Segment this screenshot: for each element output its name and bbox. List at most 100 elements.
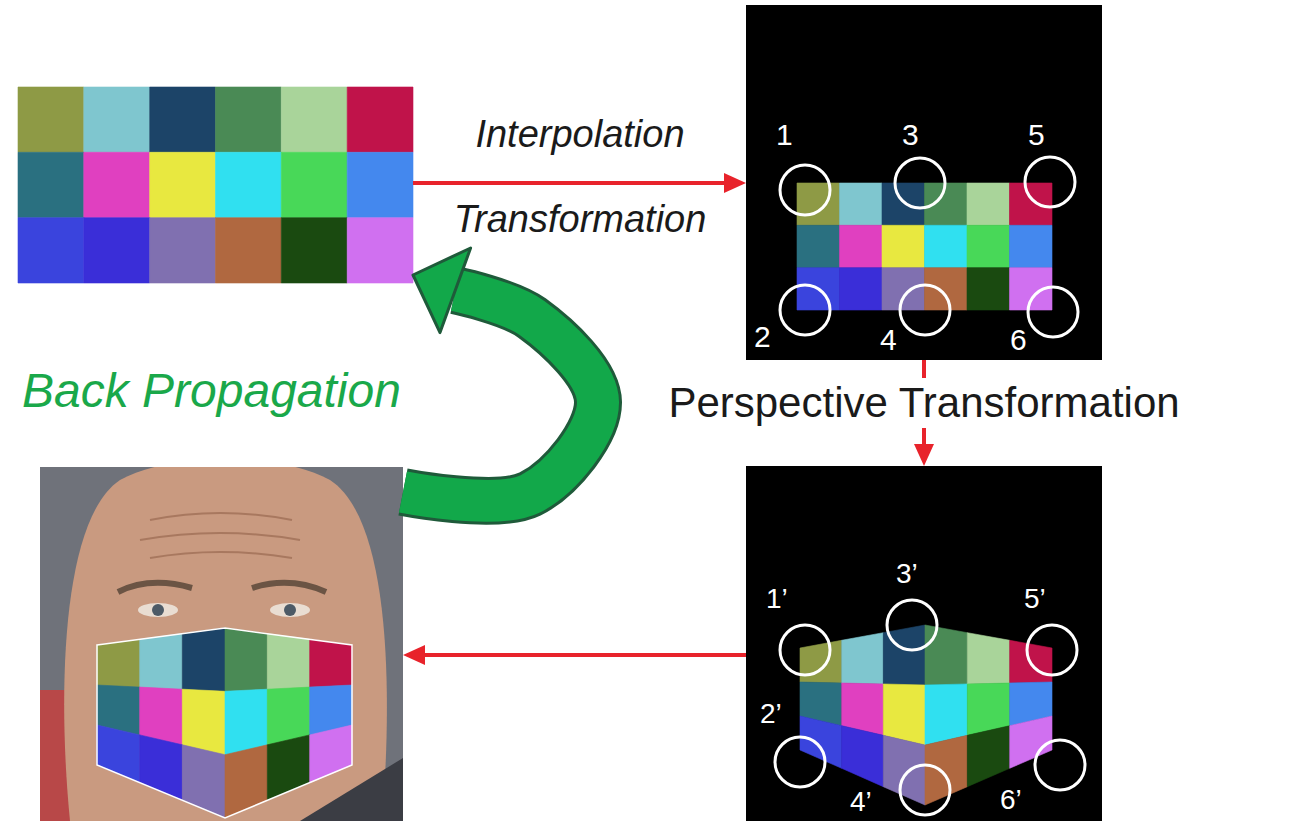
callout-number: 2: [754, 322, 771, 352]
color-patch-cell: [84, 87, 150, 152]
arrow-head: [403, 645, 425, 665]
warped-grid-cell: [925, 735, 967, 805]
warped-grid-cell: [925, 625, 967, 685]
color-patch-cell: [84, 218, 150, 283]
warped-grid-cell: [800, 640, 842, 683]
warped-grid-cell: [925, 684, 967, 745]
interpolated-grid-cell: [840, 225, 883, 267]
face-mask-grid-cell: [140, 735, 183, 800]
color-patch: [18, 87, 413, 283]
warped-grid-cell: [842, 633, 884, 684]
eye: [270, 603, 310, 617]
wrinkle: [150, 552, 292, 558]
warped-grid-cell: [883, 735, 925, 805]
interpolated-grid-cell: [882, 183, 925, 225]
face-mask-grid-cell: [267, 735, 309, 800]
callout-number: 5: [1028, 120, 1045, 150]
warped-grid-cell: [842, 726, 884, 787]
color-patch-cell: [18, 218, 84, 283]
keypoint-circle: [780, 165, 830, 215]
eyebrow: [252, 583, 326, 592]
keypoint-circle: [780, 625, 830, 675]
keypoint-circle: [775, 737, 825, 787]
color-patch-cell: [216, 87, 282, 152]
callout-number: 1: [776, 120, 793, 150]
face-mask-grid-cell: [225, 745, 267, 818]
interpolated-grid-cell: [925, 225, 968, 267]
eye: [152, 604, 164, 616]
color-patch-cell: [216, 152, 282, 217]
face-photo: [40, 467, 403, 821]
callout-number: 6’: [1000, 786, 1022, 814]
flow-arrow: [413, 173, 746, 193]
interpolated-grid-cell: [967, 183, 1010, 225]
arrow-label: Back Propagation: [22, 362, 401, 420]
color-patch-cell: [150, 152, 216, 217]
interpolated-grid-cell: [925, 268, 968, 310]
arrow-line: [922, 360, 926, 446]
color-patch-cell: [18, 152, 84, 217]
arrow-body: [403, 290, 598, 500]
keypoint-circle: [1028, 287, 1078, 337]
eyebrow: [118, 583, 192, 592]
face-mask-grid-cell: [267, 634, 309, 690]
keypoint-circle: [900, 765, 950, 815]
feedback-arrow: [403, 248, 598, 501]
interpolated-grid-cell: [967, 268, 1010, 310]
keypoint-circle: [780, 285, 830, 335]
interpolated-grid-cell: [1010, 183, 1053, 225]
arrow-head: [413, 248, 471, 333]
black-panel: [746, 466, 1102, 821]
arrow-label: Perspective Transformation: [662, 378, 1185, 428]
arrow-head: [724, 173, 746, 193]
face-image: [40, 467, 403, 821]
face-mask-grid-cell: [182, 689, 225, 755]
keypoint-circle: [895, 158, 945, 208]
callout-number: 1’: [766, 585, 788, 613]
color-patch-cell: [281, 152, 347, 217]
color-grids: [18, 87, 1052, 818]
interpolated-panel: 135246: [746, 5, 1102, 360]
callout-number: 3: [902, 120, 919, 150]
color-patch-cell: [281, 218, 347, 283]
color-patch-cell: [216, 218, 282, 283]
warped-grid-cell: [883, 684, 925, 745]
wrinkle: [140, 533, 300, 540]
flow-arrow: [914, 360, 934, 466]
interpolated-grid-cell: [882, 225, 925, 267]
wrinkle: [150, 513, 292, 520]
color-patch-cell: [84, 152, 150, 217]
keypoint-circle: [887, 600, 937, 650]
perspective-panel: 1’3’5’2’4’6’: [746, 466, 1102, 821]
face-mask-grid-cell: [97, 639, 140, 687]
arrow-line: [413, 181, 726, 185]
color-patch-cell: [150, 87, 216, 152]
keypoint-circle: [1035, 740, 1085, 790]
face-mask-grid-cell: [310, 639, 352, 687]
arrow-label: Interpolation Transformation: [430, 92, 730, 262]
interpolated-grid-cell: [797, 183, 840, 225]
color-patch-cell: [281, 87, 347, 152]
eye: [284, 604, 296, 616]
arrow-line: [423, 653, 746, 657]
face-mask-grid-cell: [182, 628, 225, 691]
color-patch-cell: [347, 218, 413, 283]
warped-grid-cell: [967, 633, 1009, 684]
face-mask-grid-cell: [225, 689, 267, 755]
face-mask-grid-cell: [140, 634, 183, 690]
warped-grid-cell: [1010, 716, 1052, 768]
interpolated-grid-cell: [840, 183, 883, 225]
color-patch-cell: [150, 218, 216, 283]
keypoint-circle: [1025, 157, 1075, 207]
callout-number: 3’: [896, 560, 918, 588]
interpolated-grid-cell: [840, 268, 883, 310]
callout-number: 4: [880, 325, 897, 355]
face-skin: [64, 467, 387, 821]
color-patch-cell: [347, 87, 413, 152]
warped-grid-cell: [967, 726, 1009, 787]
interpolated-grid-cell: [797, 225, 840, 267]
